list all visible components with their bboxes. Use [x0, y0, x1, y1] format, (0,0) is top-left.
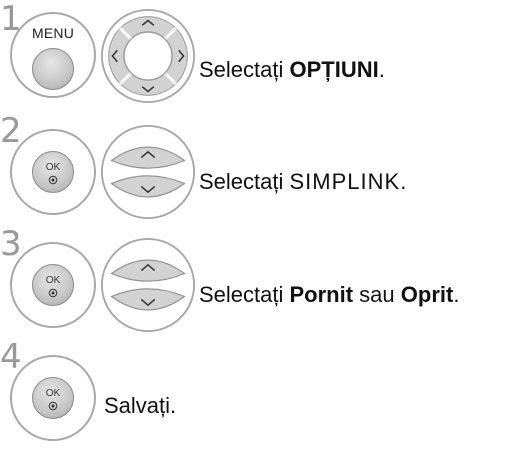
- step-number: 1: [0, 0, 22, 39]
- menu-button-icon: MENU: [10, 12, 96, 98]
- ok-button-icon: OK: [10, 242, 96, 328]
- ok-button-icon: OK: [10, 355, 96, 441]
- menu-option-name: SIMPLINK: [289, 169, 401, 194]
- step-4-instruction: Salvați.: [104, 393, 177, 418]
- step-1-instruction: Selectați OPȚIUNI.: [199, 57, 385, 82]
- menu-button-face: [32, 48, 74, 90]
- ok-button-icon: OK: [10, 129, 96, 215]
- step-number: 3: [0, 224, 22, 264]
- ok-key-label: OK: [45, 275, 61, 286]
- ok-key-label: OK: [45, 388, 61, 399]
- step-4: 4 OK Salvați.: [0, 338, 511, 448]
- ok-key-label: OK: [45, 162, 61, 173]
- ok-button-face: OK: [32, 151, 74, 193]
- ok-button-face: OK: [32, 377, 74, 419]
- option-off: Oprit: [400, 282, 454, 307]
- step-number: 2: [0, 111, 22, 151]
- step-2-instruction: Selectați SIMPLINK.: [199, 169, 407, 194]
- step-2: 2 OK Selectați SIMPLINK.: [0, 112, 511, 222]
- up-down-nav-icon: [100, 124, 196, 220]
- step-3-instruction: Selectați Pornit sau Oprit.: [199, 282, 460, 307]
- ok-dot-icon: [48, 401, 58, 411]
- step-number: 4: [0, 337, 22, 377]
- step-1: 1 MENU Selectați OPȚIUNI.: [0, 0, 511, 110]
- up-down-nav-icon: [100, 237, 196, 333]
- ok-button-face: OK: [32, 264, 74, 306]
- ok-dot-icon: [48, 175, 58, 185]
- four-way-nav-icon: [100, 8, 196, 104]
- menu-option-name: OPȚIUNI: [289, 57, 379, 82]
- step-3: 3 OK Selectați Pornit sau Oprit.: [0, 225, 511, 335]
- ok-dot-icon: [48, 288, 58, 298]
- menu-key-label: MENU: [31, 25, 75, 41]
- option-on: Pornit: [289, 282, 354, 307]
